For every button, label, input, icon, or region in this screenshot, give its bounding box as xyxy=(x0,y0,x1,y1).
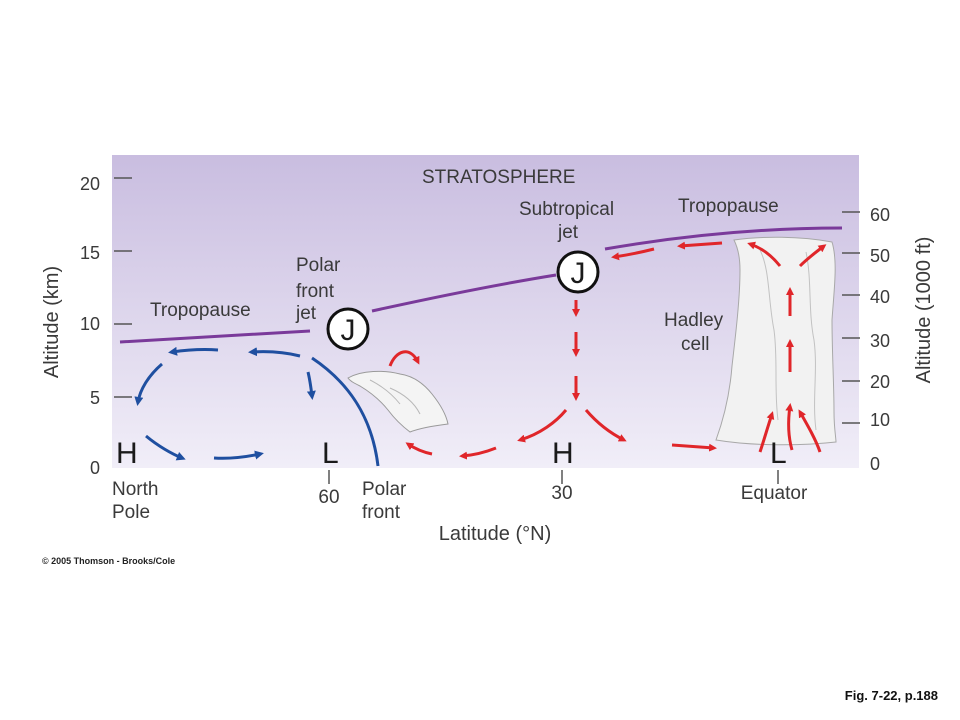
lat-30-label: 30 xyxy=(551,483,572,504)
left-tick-15: 15 xyxy=(80,243,100,263)
polar-front-jet-marker: J xyxy=(326,307,370,351)
left-tick-10: 10 xyxy=(80,314,100,334)
polar-front-jet-label-line3: jet xyxy=(295,303,317,324)
right-tick-0: 0 xyxy=(870,454,880,474)
polar-cell-arrows xyxy=(134,346,316,461)
svg-text:J: J xyxy=(571,257,586,290)
hadley-cloud xyxy=(715,236,837,446)
right-tick-50: 50 xyxy=(870,246,890,266)
stratosphere-label: STRATOSPHERE xyxy=(422,167,575,188)
copyright-text: © 2005 Thomson - Brooks/Cole xyxy=(42,556,175,566)
polar-front-line xyxy=(311,356,380,467)
bottom-axis-title: Latitude (°N) xyxy=(439,523,552,545)
right-tick-10: 10 xyxy=(870,410,890,430)
low-pressure-60: L xyxy=(322,437,339,470)
right-tick-60: 60 xyxy=(870,205,890,225)
left-tick-0: 0 xyxy=(90,458,100,478)
left-axis: 20 15 10 5 0 Altitude (km) xyxy=(41,174,132,478)
lat-60-label: 60 xyxy=(318,487,339,508)
equator-label: Equator xyxy=(741,483,808,504)
figure-reference: Fig. 7-22, p.188 xyxy=(845,688,938,703)
left-tick-5: 5 xyxy=(90,388,100,408)
polar-front-jet-label-line2: front xyxy=(296,281,335,302)
right-axis-title: Altitude (1000 ft) xyxy=(913,237,935,384)
right-tick-20: 20 xyxy=(870,372,890,392)
left-tick-20: 20 xyxy=(80,174,100,194)
high-pressure-30: H xyxy=(552,437,574,470)
hadley-cell-arrows xyxy=(388,241,827,460)
hadley-cloud-detail xyxy=(759,249,817,431)
subtropical-jet-label-line1: Subtropical xyxy=(519,199,614,220)
low-pressure-equator: L xyxy=(770,437,787,470)
polar-front-jet-label-line1: Polar xyxy=(296,255,341,276)
subtropical-jet-label-line2: jet xyxy=(557,222,579,243)
tropopause-line xyxy=(119,226,843,344)
bottom-axis: North Pole 60 Polar front 30 Equator Lat… xyxy=(112,470,808,545)
subtropical-jet-marker: J xyxy=(556,250,600,294)
north-pole-label-line2: Pole xyxy=(112,502,150,523)
polar-front-cloud-detail xyxy=(369,379,421,415)
polar-front-label-line2: front xyxy=(362,502,401,523)
polar-front-label-line1: Polar xyxy=(362,479,407,500)
svg-text:J: J xyxy=(341,314,356,347)
left-axis-title: Altitude (km) xyxy=(41,266,63,378)
north-pole-label-line1: North xyxy=(112,479,158,500)
hadley-cell-label-line1: Hadley xyxy=(664,310,724,331)
tropopause-left-label: Tropopause xyxy=(150,300,251,321)
right-tick-30: 30 xyxy=(870,331,890,351)
hadley-cell-label-line2: cell xyxy=(681,334,710,355)
right-axis: 60 50 40 30 20 10 0 Altitude (1000 ft) xyxy=(842,205,935,474)
high-pressure-north-pole: H xyxy=(116,437,138,470)
right-tick-40: 40 xyxy=(870,287,890,307)
tropopause-right-label: Tropopause xyxy=(678,196,779,217)
